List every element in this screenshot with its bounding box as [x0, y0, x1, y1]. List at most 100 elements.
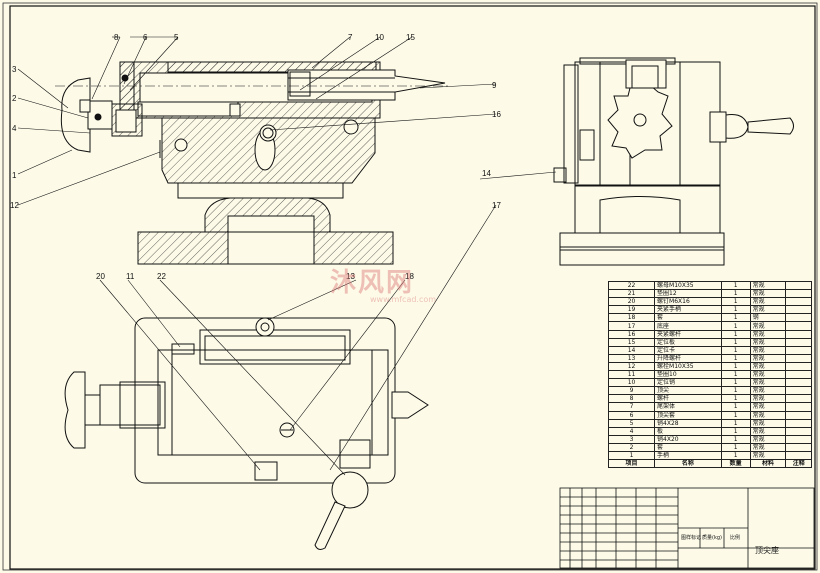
bom-item-no: 18 — [607, 313, 656, 323]
bom-item-no: 3 — [607, 434, 656, 444]
balloon-10: 10 — [375, 33, 384, 42]
bom-item-no: 2 — [607, 442, 656, 452]
bom-item-material: 常规 — [749, 337, 787, 347]
bom-item-qty: 1 — [720, 434, 751, 444]
leader-lines-front — [17, 36, 497, 471]
bom-item-material: 常规 — [749, 361, 787, 372]
bom-item-no: 6 — [607, 410, 656, 420]
bom-item-remark — [785, 450, 812, 461]
bom-header-no: 项目 — [607, 459, 656, 469]
bom-item-name: 定位板 — [654, 337, 722, 347]
bom-item-no: 5 — [607, 418, 656, 428]
bom-item-remark — [785, 297, 812, 307]
balloon-14: 14 — [482, 169, 491, 178]
bom-item-qty: 1 — [720, 394, 751, 404]
bom-header-remark: 注释 — [785, 459, 812, 469]
bom-item-no: 1 — [607, 450, 656, 461]
bom-item-material: 钢 — [749, 313, 787, 323]
bom-item-name: 销4X20 — [654, 434, 722, 444]
balloon-labels: 1 2 3 4 5 6 7 8 9 10 11 12 13 14 15 16 1… — [10, 33, 501, 281]
bom-item-name: 尾架体 — [654, 402, 722, 412]
bom-item-qty: 1 — [720, 378, 751, 388]
bom-item-name: 套 — [654, 313, 722, 323]
bom-item-material: 常规 — [749, 410, 787, 420]
side-view — [553, 57, 794, 266]
bom-item-no: 14 — [607, 345, 656, 355]
bom-item-material: 常规 — [749, 305, 787, 315]
bom-item-name: 垫圈10 — [654, 370, 722, 380]
balloon-12: 12 — [10, 201, 19, 210]
bom-item-no: 7 — [607, 402, 656, 412]
bom-item-qty: 1 — [720, 450, 751, 461]
bom-item-material: 常规 — [749, 442, 787, 452]
bom-item-remark — [785, 353, 812, 363]
tb-label-scale: 比例 — [730, 535, 741, 541]
bom-item-no: 10 — [607, 378, 656, 388]
bom-item-no: 21 — [607, 289, 656, 299]
top-view — [64, 317, 429, 550]
bom-item-qty: 1 — [720, 361, 751, 372]
balloon-6: 6 — [143, 33, 148, 42]
balloon-8: 8 — [114, 33, 119, 42]
bom-item-name: 顶尖套 — [654, 410, 722, 420]
bom-item-name: 定位卡 — [654, 345, 722, 355]
balloon-13: 13 — [346, 272, 355, 281]
balloon-1: 1 — [12, 171, 17, 180]
bom-item-no: 13 — [607, 353, 656, 363]
bom-item-remark — [785, 370, 812, 380]
bom-item-material: 常规 — [749, 280, 787, 291]
bom-item-qty: 1 — [720, 329, 751, 339]
bom-item-material: 常规 — [749, 297, 787, 307]
bom-item-material: 常规 — [749, 394, 787, 404]
bom-header-qty: 数量 — [720, 459, 751, 469]
tb-label-mass: 质量(kg) — [702, 535, 722, 541]
bom-item-qty: 1 — [720, 442, 751, 452]
leader-lines-top — [99, 279, 406, 476]
bom-item-remark — [785, 289, 812, 299]
bom-item-remark — [785, 410, 812, 420]
bom-item-remark — [785, 313, 812, 323]
bom-item-no: 17 — [607, 321, 656, 331]
bom-item-qty: 1 — [720, 337, 751, 347]
balloon-20: 20 — [96, 272, 105, 281]
balloon-17: 17 — [492, 201, 501, 210]
bom-item-remark — [785, 394, 812, 404]
balloon-9: 9 — [492, 81, 497, 90]
title-block — [559, 487, 815, 569]
bom-item-qty: 1 — [720, 386, 751, 396]
leader-14 — [479, 171, 557, 180]
bom-item-material: 常规 — [749, 370, 787, 380]
bom-item-no: 19 — [607, 305, 656, 315]
balloon-15: 15 — [406, 33, 415, 42]
bom-item-qty: 1 — [720, 297, 751, 307]
bom-item-name: 手柄 — [654, 450, 722, 461]
bom-item-remark — [785, 361, 812, 372]
bom-header-row: 项目名称数量材料注释 — [607, 459, 812, 469]
bom-item-material: 常规 — [749, 289, 787, 299]
bom-item-no: 12 — [607, 361, 656, 372]
bom-item-material: 常规 — [749, 386, 787, 396]
bom-item-qty: 1 — [720, 321, 751, 331]
bom-item-remark — [785, 418, 812, 428]
bom-item-name: 螺栓M10X35 — [654, 361, 722, 372]
bom-item-no: 11 — [607, 370, 656, 380]
bom-item-qty: 1 — [720, 280, 751, 291]
bom-header-name: 名称 — [654, 459, 722, 469]
bom-item-remark — [785, 442, 812, 452]
bom-item-qty: 1 — [720, 305, 751, 315]
